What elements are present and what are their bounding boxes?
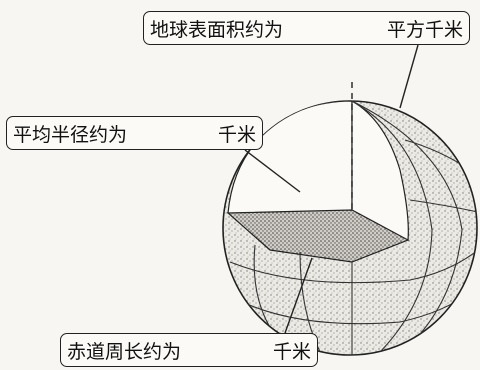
- equator-length-unit: 千米: [272, 340, 311, 363]
- cutaway-side-face: [351, 101, 409, 241]
- leader-surface-area: [399, 44, 419, 109]
- equator-length-label: 赤道周长约为: [67, 340, 182, 363]
- surface-area-unit: 平方千米: [386, 18, 463, 41]
- mean-radius-label: 平均半径约为: [13, 123, 128, 146]
- mean-radius-callout: 平均半径约为 千米: [6, 116, 263, 150]
- equatorial-plane: [226, 209, 410, 263]
- mean-radius-unit: 千米: [217, 123, 256, 146]
- surface-area-label: 地球表面积约为: [150, 18, 284, 41]
- leader-lines: [244, 44, 419, 334]
- leader-radius: [244, 149, 301, 193]
- equator-length-callout: 赤道周长约为 千米: [60, 333, 318, 367]
- leader-equator: [284, 257, 313, 334]
- surface-area-callout: 地球表面积约为 平方千米: [143, 11, 470, 45]
